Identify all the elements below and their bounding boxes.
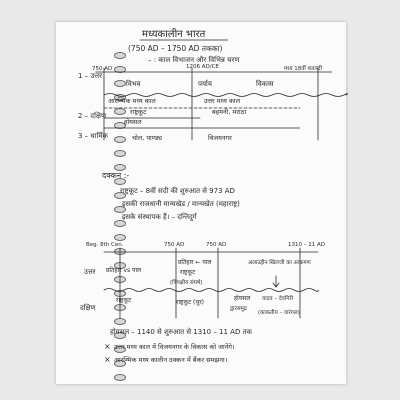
timeline2-north-b: प्रतिहार ← पाल (178, 258, 212, 266)
north-left-label: आरम्भिक मध्य काल (108, 97, 156, 105)
timeline2-start-label: Beg. 8th Cen. (86, 242, 124, 248)
bullet-icon-2: × (104, 355, 111, 364)
timeline2-north-a: प्रतिहार vs पाल (106, 266, 142, 274)
south-row1-left: राष्ट्रकूट (130, 108, 147, 116)
timeline2-south-c: होयसल (234, 294, 251, 302)
timeline1-phase-3: विकास (256, 79, 274, 88)
timeline1-mark-1206: 1206 AD/CE (186, 64, 219, 70)
timeline2-south-d-sub: (काकतीय – वारंगल) (258, 309, 300, 316)
timeline2-north-b-note: (त्रिपक्षीय संघर्ष) (170, 279, 202, 286)
timeline2-mark-b: 750 AD (206, 242, 226, 248)
timeline1-start-label: 750 AD (92, 66, 112, 72)
footer-line1: होयसल – 1140 से शुरुआत से 1310 – 11 AD त… (110, 327, 253, 336)
spiral-binding (114, 52, 126, 384)
religion-left: चोल, पाण्ड्य (132, 134, 163, 142)
timeline1-region-north: 1 – उत्तर (78, 72, 102, 80)
timeline1-region-religion: 3 – धार्मिक (78, 131, 109, 140)
timeline2-region-north: उत्तर (84, 268, 96, 276)
bullet-icon-1: × (104, 342, 111, 351)
footer-bullet2: आरम्भिक मध्य कालीन दक्कन में बैंकर समझना… (114, 356, 227, 364)
religion-right: विजयनगर (208, 134, 232, 142)
timeline2-north-b-sub: राष्ट्रकूट (180, 269, 196, 276)
page-subtitle: (750 AD – 1750 AD तकका) (128, 44, 223, 53)
timeline2-south-d: यादव – देवगिरी (262, 295, 294, 302)
timeline1-phase-2: पर्याय (198, 79, 213, 88)
footer-bullet1: उत्तर मध्य काल में विजयनगर के विकास को ज… (114, 343, 234, 351)
section2-line3: इसके संस्थापक हैं। – दन्तिदुर्ग (122, 212, 198, 222)
page-title: मध्यकालीन भारत (142, 28, 206, 40)
section1-heading: – : काल विभाजन और विभिन्न चरण (148, 55, 240, 64)
south-row2: होयसल (124, 118, 142, 126)
alauddin-arrow-head-r (275, 282, 280, 288)
south-row1-right: बहमनी, मराठा (212, 108, 246, 116)
section2-line2: इसकी राजधानी मान्यखेड / मान्यखेत (महाराष… (122, 199, 240, 208)
timeline2-mark-a: 750 AD (164, 242, 184, 248)
timeline2-north-c: अलाउद्दीन खिलजी का आक्रमण (248, 259, 312, 266)
timeline1-phase-1: विभव (126, 79, 141, 88)
timeline2-mark-c: 1310 – 11 AD (288, 242, 325, 248)
timeline2-south-a: राष्ट्रकूट (116, 297, 132, 304)
timeline1-region-south: 2 – दक्षिण (78, 111, 107, 120)
timeline1-end-label: मध्य 18वीं शताब्दी (284, 65, 323, 72)
section2-line1: राष्ट्रकूट – 8वीं सदी की शुरुआत से 973 A… (120, 186, 235, 195)
section2-heading: दक्कन :- (102, 171, 129, 180)
timeline1-wavy-divider (103, 93, 348, 97)
north-right-label: उत्तर मध्य काल (204, 97, 241, 105)
timeline2-wavy-divider (103, 288, 319, 292)
timeline2-region-south: दक्षिण (80, 303, 97, 312)
timeline2-south-c-sub: द्वारसमुद्र (230, 306, 247, 312)
alauddin-arrow-head-l (272, 282, 277, 288)
timeline2-south-b: राष्ट्रकूट (चुर) (176, 299, 204, 306)
